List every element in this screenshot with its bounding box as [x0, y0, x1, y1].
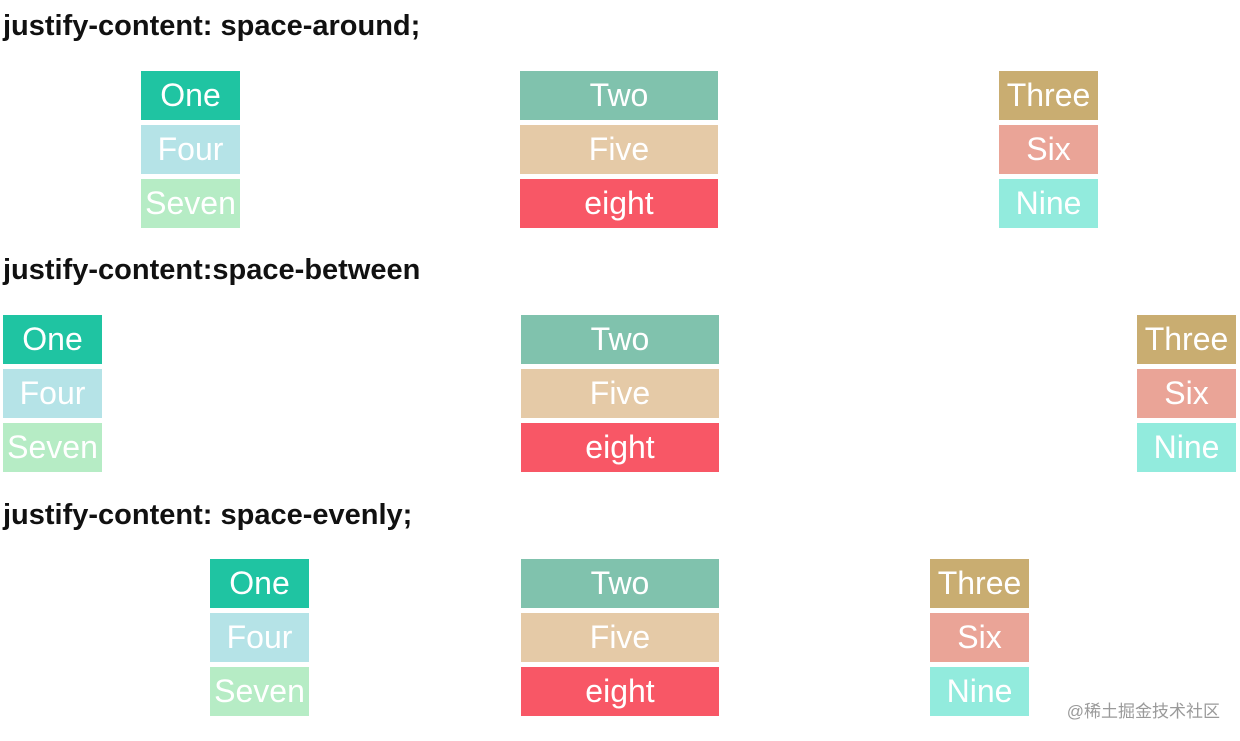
item-one: One	[3, 315, 102, 364]
item-seven: Seven	[210, 667, 309, 716]
item-four: Four	[3, 369, 102, 418]
heading-space-around: justify-content: space-around;	[3, 10, 421, 42]
item-three: Three	[930, 559, 1029, 608]
item-nine: Nine	[1137, 423, 1236, 472]
item-one: One	[210, 559, 309, 608]
item-nine: Nine	[999, 179, 1098, 228]
item-two: Two	[521, 315, 719, 364]
item-six: Six	[999, 125, 1098, 174]
item-six: Six	[1137, 369, 1236, 418]
item-five: Five	[521, 369, 719, 418]
heading-space-evenly: justify-content: space-evenly;	[3, 499, 413, 531]
item-two: Two	[521, 559, 719, 608]
item-three: Three	[1137, 315, 1236, 364]
watermark: @稀土掘金技术社区	[1066, 702, 1220, 721]
item-six: Six	[930, 613, 1029, 662]
item-eight: eight	[521, 667, 719, 716]
item-one: One	[141, 71, 240, 120]
item-nine: Nine	[930, 667, 1029, 716]
item-three: Three	[999, 71, 1098, 120]
item-seven: Seven	[141, 179, 240, 228]
item-two: Two	[520, 71, 718, 120]
item-five: Five	[521, 613, 719, 662]
heading-space-between: justify-content:space-between	[3, 254, 421, 286]
item-eight: eight	[521, 423, 719, 472]
item-eight: eight	[520, 179, 718, 228]
item-four: Four	[210, 613, 309, 662]
item-seven: Seven	[3, 423, 102, 472]
item-five: Five	[520, 125, 718, 174]
item-four: Four	[141, 125, 240, 174]
